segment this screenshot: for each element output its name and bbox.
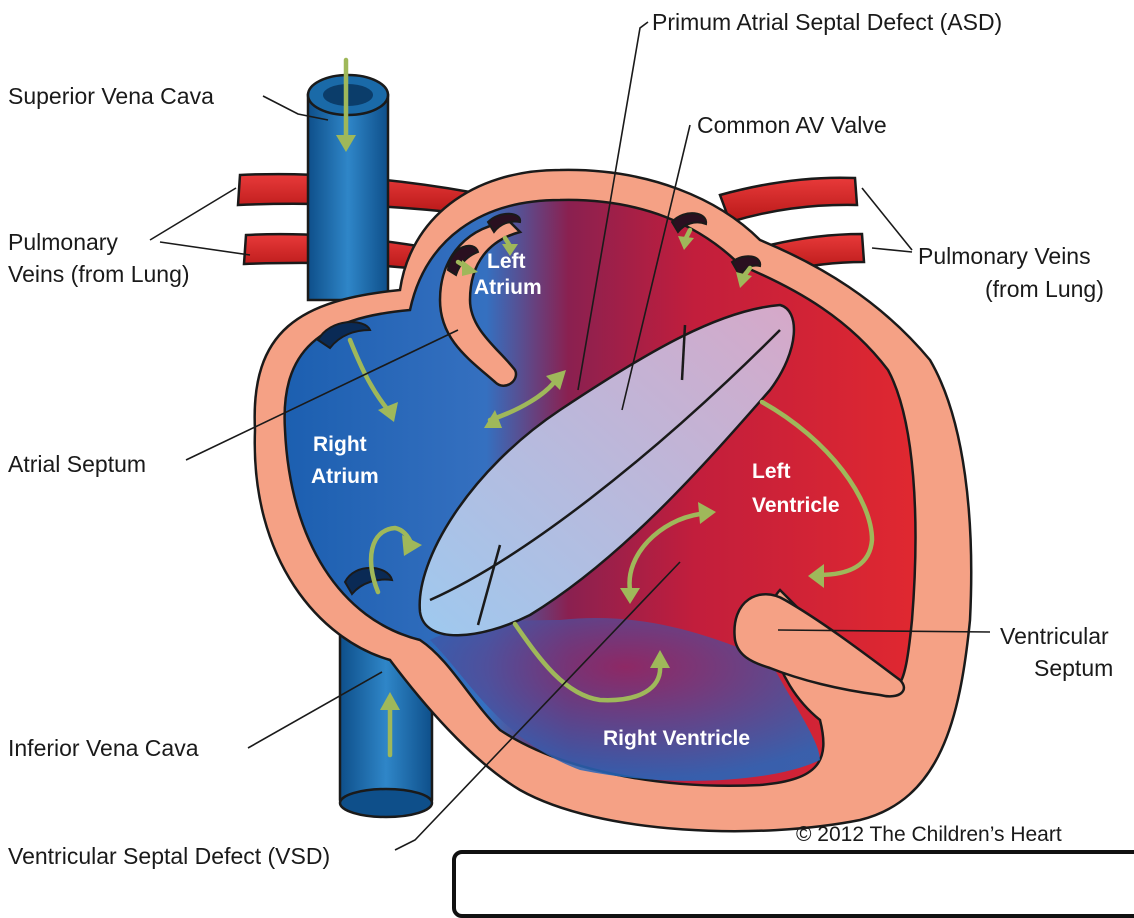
bottom-frame — [452, 850, 1134, 918]
label-right-atrium-2: Atrium — [311, 465, 379, 488]
label-left-atrium-2: Atrium — [474, 276, 542, 299]
label-right-atrium-1: Right — [313, 433, 367, 456]
label-common-av-valve: Common AV Valve — [697, 112, 887, 138]
label-pulmonary-veins-left-2: Veins (from Lung) — [8, 261, 190, 287]
label-vsd: Ventricular Septal Defect (VSD) — [8, 843, 330, 869]
label-ventricular-septum-1: Ventricular — [1000, 623, 1109, 649]
label-left-ventricle-2: Ventricle — [752, 494, 840, 517]
label-right-ventricle: Right Ventricle — [603, 727, 750, 750]
label-atrial-septum: Atrial Septum — [8, 451, 146, 477]
copyright-text: © 2012 The Children’s Heart — [796, 823, 1062, 847]
label-pulmonary-veins-left-1: Pulmonary — [8, 229, 118, 255]
label-primum-asd: Primum Atrial Septal Defect (ASD) — [652, 9, 1002, 35]
label-inferior-vena-cava: Inferior Vena Cava — [8, 735, 199, 761]
label-left-ventricle-1: Left — [752, 460, 791, 483]
label-left-atrium-1: Left — [487, 250, 526, 273]
label-superior-vena-cava: Superior Vena Cava — [8, 83, 214, 109]
label-ventricular-septum-2: Septum — [1034, 655, 1113, 681]
heart-diagram: Primum Atrial Septal Defect (ASD) Superi… — [0, 0, 1134, 873]
label-pulmonary-veins-right-1: Pulmonary Veins — [918, 243, 1091, 269]
label-pulmonary-veins-right-2: (from Lung) — [985, 276, 1104, 302]
